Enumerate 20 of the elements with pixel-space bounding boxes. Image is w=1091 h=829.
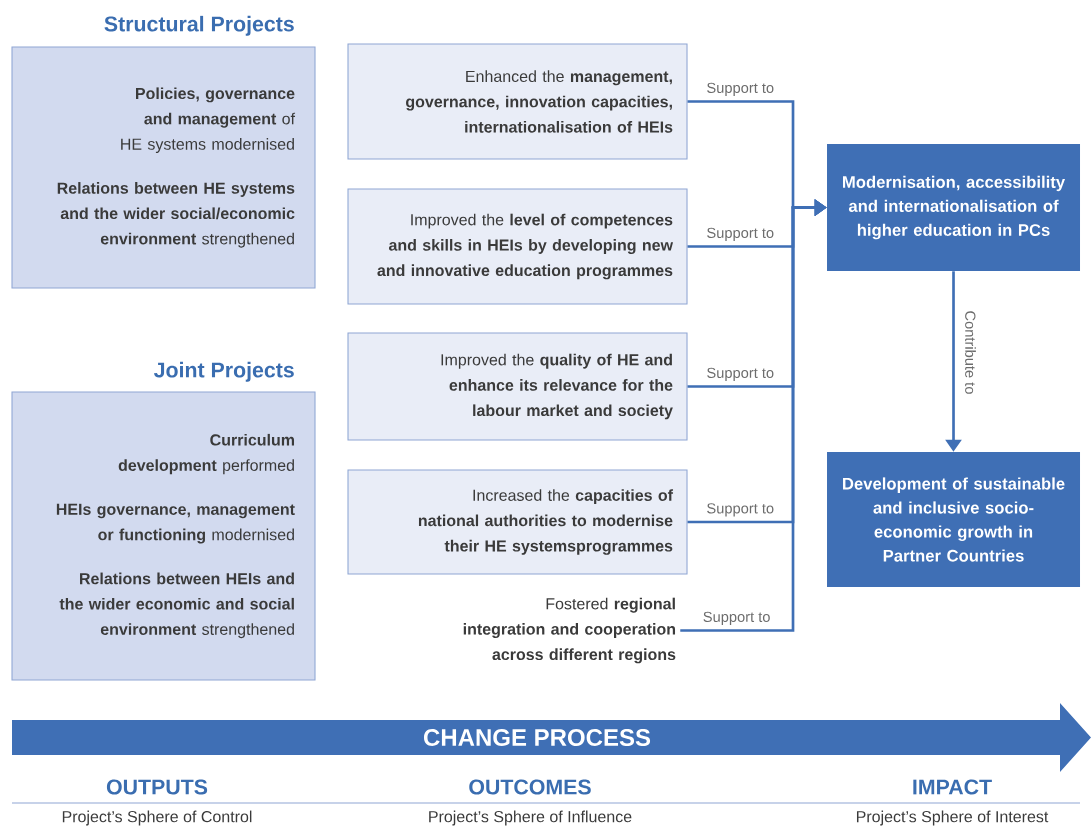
stage-caption: Project’s Sphere of Interest	[857, 810, 1049, 826]
edge-label: Support to	[707, 503, 774, 517]
heading: Joint Projects	[154, 361, 294, 382]
project-box: Policies, governance and management of HE systems modernised Relations between HE systems and the wider social/economic environment strengthened	[11, 46, 316, 289]
edge-label: Support to	[707, 367, 774, 381]
stage-caption: Project’s Sphere of Influence	[429, 810, 632, 826]
outcome-box: Improved the level of competences and skills in HEIs by developing new and innovative education programmes	[347, 188, 688, 305]
edge-label: Support to	[703, 611, 770, 625]
outcome-text: Fostered regional integration and cooperation across different regions	[463, 597, 676, 664]
stage-caption: Project’s Sphere of Control	[62, 810, 252, 826]
edge-label: Support to	[707, 227, 774, 241]
outcome-box: Improved the quality of HE and enhance its relevance for the labour market and society	[347, 332, 688, 441]
heading: Structural Projects	[104, 15, 294, 36]
outcome-box: Increased the capacities of national authorities to modernise their HE systemsprogrammes	[347, 469, 688, 575]
outcome-box: Enhanced the management, governance, innovation capacities, internationalisation of HEIs	[347, 43, 688, 160]
impact-box: Development of sustainable and inclusive socio-economic growth in Partner Countries	[827, 452, 1080, 587]
edge-label: Support to	[707, 82, 774, 96]
project-box: Curriculum development performed HEIs governance, management or functioning modernised Relations between HEIs and the wider economic and social environment strengthened	[11, 391, 316, 681]
edge-label: Contribute to	[965, 311, 976, 394]
impact-box: Modernisation, accessibility and internationalisation of higher education in PCs	[827, 144, 1080, 271]
